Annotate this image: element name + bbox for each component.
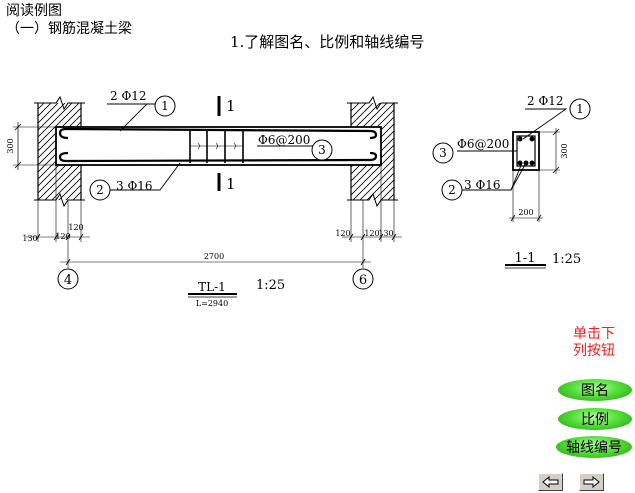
arrow-right-icon bbox=[583, 476, 600, 488]
axis-marker-right bbox=[352, 268, 374, 290]
section-callout-3 bbox=[432, 142, 454, 164]
beam-height-dim: 300 bbox=[6, 138, 15, 153]
prev-page-button[interactable] bbox=[538, 473, 563, 491]
section-mark-top: 1 bbox=[226, 97, 236, 115]
section-callout-1 bbox=[569, 98, 591, 120]
left-dim-2: 120 bbox=[55, 232, 70, 241]
stirrup-label: Φ6@200 bbox=[258, 133, 310, 147]
beam-elevation bbox=[13, 95, 402, 298]
top-rebar bbox=[58, 127, 378, 140]
section-callout-2 bbox=[441, 179, 463, 201]
beam-section-text: 2 Φ12 Φ6@200 3 Φ16 1 3 2 300 200 1-1 1:2… bbox=[439, 94, 584, 267]
callout-3-number: 3 bbox=[318, 143, 326, 157]
section-height-dim: 300 bbox=[560, 143, 569, 158]
callout-3 bbox=[311, 139, 333, 161]
section-scale: 1:25 bbox=[552, 252, 581, 267]
section-mark-bottom: 1 bbox=[226, 175, 236, 193]
right-dim-3: 130 bbox=[378, 229, 393, 238]
page-title: 1.了解图名、比例和轴线编号 bbox=[230, 33, 425, 51]
bottom-rebar bbox=[58, 151, 378, 163]
beam-length: L=2940 bbox=[196, 299, 228, 308]
callout-1 bbox=[154, 95, 176, 117]
arrow-left-icon bbox=[542, 476, 559, 488]
section-bottom-bar-label: 3 Φ16 bbox=[464, 178, 501, 192]
section-width-dim: 200 bbox=[518, 208, 533, 217]
right-dim-2: 120 bbox=[364, 229, 379, 238]
left-dim-3: 120 bbox=[68, 223, 83, 232]
section-stirrup-label: Φ6@200 bbox=[457, 137, 509, 151]
callout-1-number: 1 bbox=[161, 99, 169, 113]
bottom-bar-label: 3 Φ16 bbox=[116, 179, 153, 193]
instruction-hint-line1: 单击下 bbox=[573, 326, 615, 342]
axis-number-button[interactable]: 轴线编号 bbox=[556, 436, 632, 458]
header-subtitle: （一）钢筋混凝土梁 bbox=[6, 21, 132, 37]
beam-section bbox=[432, 98, 591, 269]
instruction-hint-line2: 列按钮 bbox=[573, 343, 615, 359]
section-callout-2-number: 2 bbox=[448, 183, 456, 197]
section-name: 1-1 bbox=[515, 251, 536, 266]
instruction-hint: 单击下 列按钮 bbox=[562, 326, 626, 360]
axis-number-left: 4 bbox=[64, 273, 72, 288]
header-title: 阅读例图 bbox=[6, 3, 62, 19]
next-page-button[interactable] bbox=[579, 473, 604, 491]
beam-elevation-text: 2 Φ12 3 Φ16 Φ6@200 1 2 3 1 1 300 130 120… bbox=[6, 89, 394, 308]
callout-2-number: 2 bbox=[96, 183, 104, 197]
left-dim-1: 130 bbox=[22, 234, 37, 243]
axis-marker-left bbox=[57, 268, 79, 290]
figure-name-button[interactable]: 图名 bbox=[558, 379, 632, 401]
top-bar-label: 2 Φ12 bbox=[110, 89, 147, 103]
right-dim-1: 120 bbox=[335, 229, 350, 238]
axis-number-right: 6 bbox=[359, 273, 367, 288]
beam-name: TL-1 bbox=[198, 280, 226, 294]
span-dim: 2700 bbox=[204, 252, 224, 261]
section-top-bar-label: 2 Φ12 bbox=[527, 94, 564, 108]
elevation-scale: 1:25 bbox=[256, 278, 285, 293]
section-callout-1-number: 1 bbox=[576, 102, 584, 116]
callout-2 bbox=[89, 179, 111, 201]
section-callout-3-number: 3 bbox=[439, 146, 447, 160]
scale-button[interactable]: 比例 bbox=[558, 408, 632, 430]
